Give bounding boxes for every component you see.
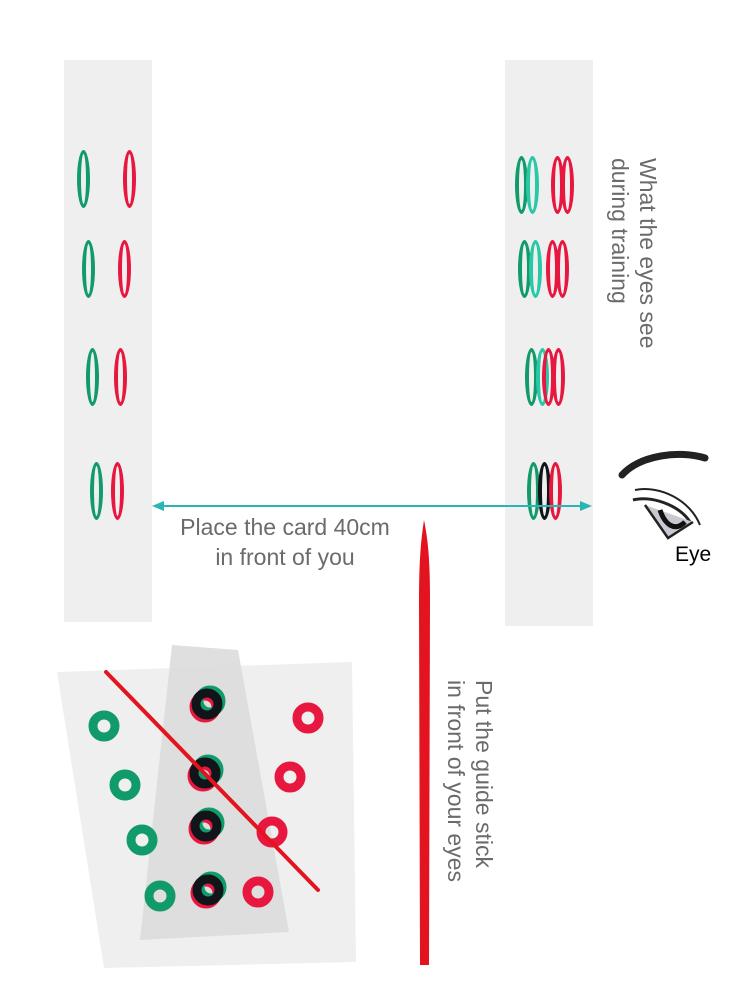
eye-label: Eye [675, 543, 712, 566]
overlap-dark-dot [190, 810, 222, 842]
right-perceived-card [505, 60, 593, 626]
overlap-dark-dot [191, 688, 223, 720]
green-dot [144, 880, 176, 912]
ring-teal [529, 240, 542, 298]
place-card-label: Place the card 40cm in front of you [150, 512, 420, 572]
ring-green [86, 348, 99, 406]
overlap-dark-dot [192, 874, 224, 906]
eye-icon [618, 450, 709, 540]
arrowhead-right-icon [580, 501, 592, 511]
ring-teal [526, 156, 539, 214]
eyes-see-line1: What the eyes see [635, 158, 661, 349]
place-card-line1: Place the card 40cm [180, 514, 390, 540]
guide-stick-line1: Put the guide stick [471, 680, 497, 868]
ring-red [549, 462, 562, 520]
ring-red [114, 348, 127, 406]
green-dot [109, 769, 141, 801]
left-training-card [64, 60, 152, 622]
eyes-see-line2: during training [607, 158, 633, 304]
ring-green [90, 462, 103, 520]
diagonal-guide-stick [104, 670, 320, 892]
guide-stick [419, 520, 430, 965]
transparent-overlay-card [140, 645, 289, 940]
ring-red [552, 348, 565, 406]
ring-red [118, 240, 131, 298]
red-dot [274, 761, 306, 793]
green-dot [126, 824, 158, 856]
eyes-see-label: What the eyes see during training [606, 158, 662, 349]
ring-red [111, 462, 124, 520]
ring-red [561, 156, 574, 214]
ring-green [77, 150, 90, 208]
distance-arrow [152, 501, 592, 511]
overlap-dark-dot [189, 757, 221, 789]
ring-red [556, 240, 569, 298]
ring-red [123, 150, 136, 208]
guide-stick-line2: in front of your eyes [443, 680, 469, 882]
red-dot [242, 876, 274, 908]
card-set-illustration [57, 645, 356, 968]
place-card-line2: in front of you [215, 544, 355, 570]
arrowhead-left-icon [152, 501, 164, 511]
guide-stick-label: Put the guide stick in front of your eye… [442, 680, 498, 882]
green-dot [88, 710, 120, 742]
red-dot [292, 702, 324, 734]
ring-green [82, 240, 95, 298]
